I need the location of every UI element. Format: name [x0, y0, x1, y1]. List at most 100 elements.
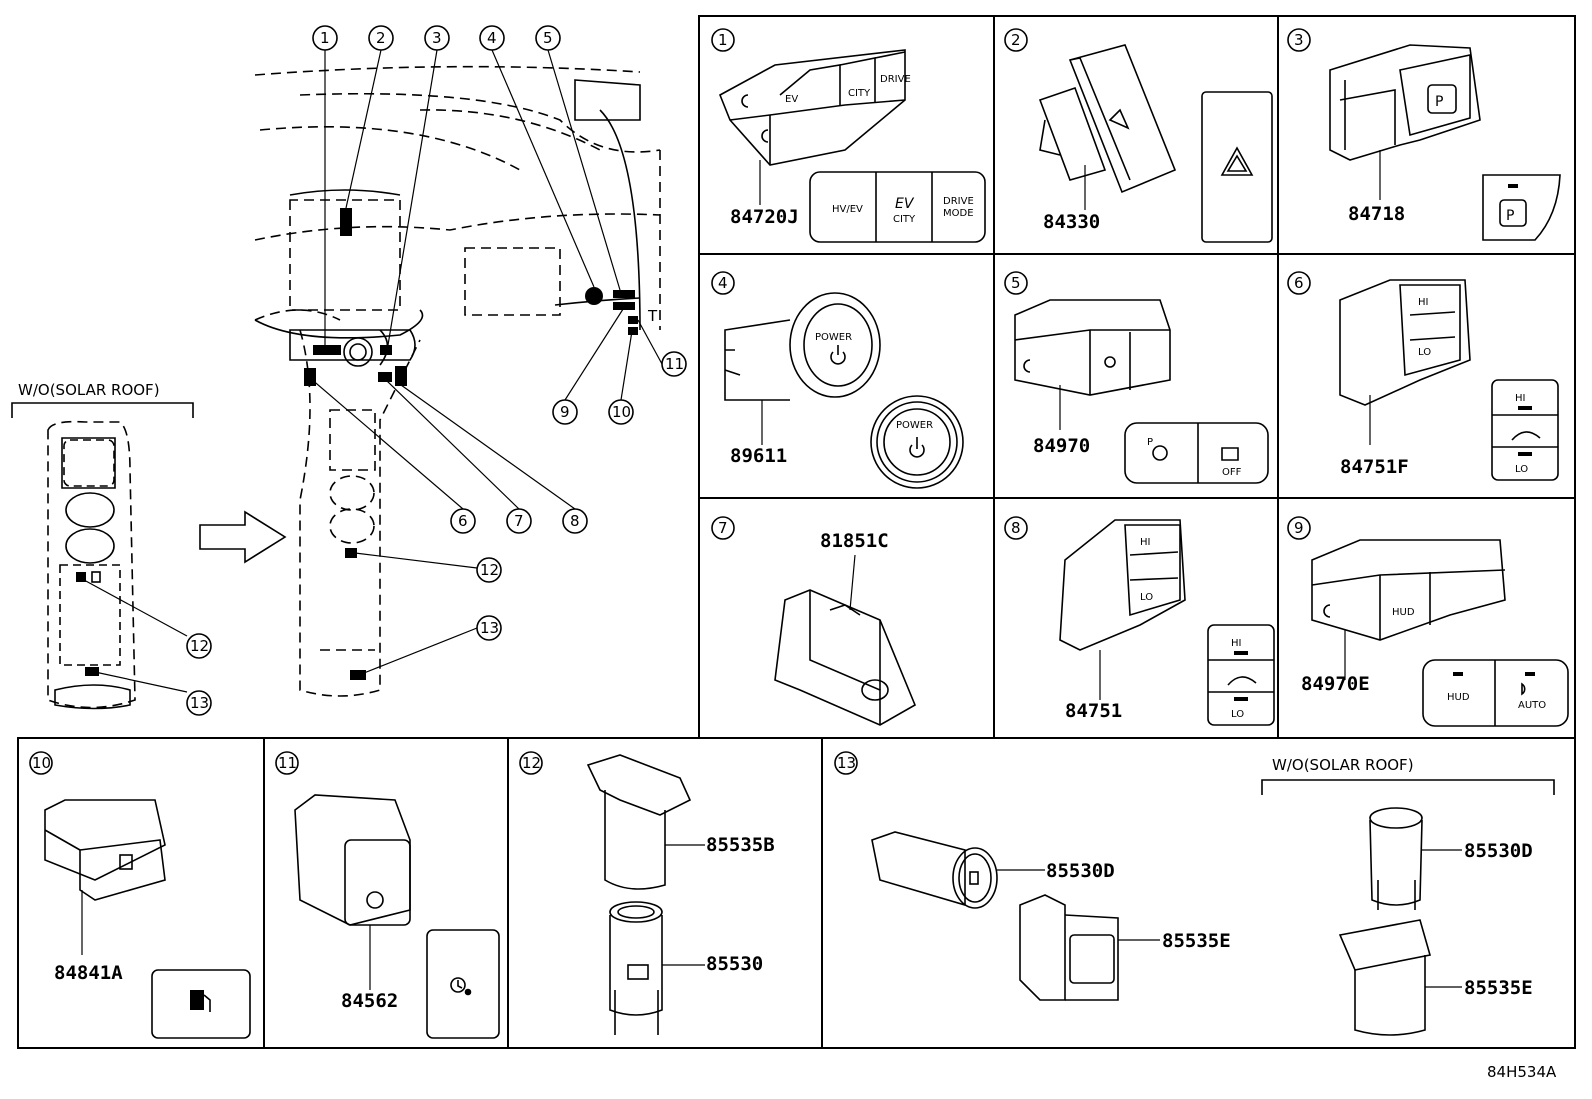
panel-11-icon-box	[426, 929, 500, 1039]
callout-num-10: 10	[612, 403, 632, 421]
callout-5	[535, 25, 561, 51]
part-number-84718: 84718	[1348, 203, 1406, 225]
part-number-85530D-wo: 85530D	[1464, 840, 1533, 862]
callout-num-6: 6	[458, 512, 468, 530]
svg-text:HI: HI	[1231, 638, 1241, 649]
callout-13	[476, 615, 502, 641]
panel-9-switch: HUD HUD AUTO	[1287, 516, 1569, 727]
panel-9-num: 9	[1294, 519, 1304, 537]
svg-text:DRIVE: DRIVE	[880, 74, 911, 85]
svg-text:LO: LO	[1515, 464, 1528, 475]
diagram-ref-code: 84H534A	[1487, 1063, 1557, 1081]
panel-13-callout	[834, 751, 858, 775]
callout-num-1: 1	[320, 29, 330, 47]
panel-10-callout	[29, 751, 53, 775]
panel-6-seat-heater: HI LO HI LO	[1287, 271, 1559, 481]
svg-text:EV: EV	[895, 196, 915, 212]
svg-text:HUD: HUD	[1447, 692, 1470, 703]
panel-4-icon: POWER	[870, 395, 964, 489]
part-number-85530: 85530	[706, 953, 764, 975]
svg-text:DRIVE: DRIVE	[943, 196, 974, 207]
svg-text:POWER: POWER	[815, 332, 852, 343]
svg-text:P: P	[1147, 437, 1153, 448]
panel-12-num: 12	[522, 754, 542, 772]
inset-callout-13	[186, 690, 212, 716]
panel-11-switch	[275, 751, 500, 1039]
panel-13-num: 13	[837, 754, 857, 772]
svg-text:AUTO: AUTO	[1518, 700, 1546, 711]
panel-12-socket	[519, 751, 705, 1035]
callout-9	[552, 399, 578, 425]
callout-num-7: 7	[514, 512, 524, 530]
part-number-85535E-wo: 85535E	[1464, 977, 1533, 999]
inset-callout-num-12: 12	[190, 637, 210, 655]
svg-text:P: P	[1435, 94, 1443, 110]
part-number-84330: 84330	[1043, 211, 1101, 233]
svg-text:HUD: HUD	[1392, 607, 1415, 618]
svg-text:EV: EV	[785, 94, 798, 105]
callout-num-12: 12	[480, 561, 500, 579]
panel-11-num: 11	[278, 754, 298, 772]
svg-text:HI: HI	[1515, 393, 1525, 404]
callout-3	[424, 25, 450, 51]
callout-num-8: 8	[570, 512, 580, 530]
panel-3-parking-switch: P P	[1287, 28, 1561, 241]
overview-callouts	[312, 25, 687, 641]
svg-text:CITY: CITY	[893, 214, 916, 225]
panel-3-icon-box	[1482, 174, 1561, 241]
panel-13-socket	[834, 751, 1555, 1036]
inset-callout-12	[186, 633, 212, 659]
panel-3-callout	[1287, 28, 1311, 52]
panel-7-callout	[711, 516, 735, 540]
part-number-85535E: 85535E	[1162, 930, 1231, 952]
panel-10-fuel-door	[29, 751, 251, 1039]
part-number-89611: 89611	[730, 445, 788, 467]
panel-6-num: 6	[1294, 274, 1304, 292]
panel-4-power-switch: POWER POWER	[711, 271, 964, 489]
callout-10	[608, 399, 634, 425]
part-number-84841A: 84841A	[54, 962, 123, 984]
callout-1	[312, 25, 338, 51]
svg-text:LO: LO	[1418, 347, 1431, 358]
svg-text:CITY: CITY	[848, 88, 871, 99]
part-number-85535B: 85535B	[706, 834, 775, 856]
console-inset	[11, 402, 212, 716]
panel-5-num: 5	[1011, 274, 1021, 292]
callout-6	[450, 508, 476, 534]
callout-7	[506, 508, 532, 534]
dashboard-overview: T	[199, 49, 663, 697]
panel-8-callout	[1004, 516, 1028, 540]
panel-8-seat-heater: HI LO HI LO	[1004, 516, 1275, 726]
callout-4	[479, 25, 505, 51]
part-number-84751F: 84751F	[1340, 456, 1409, 478]
panel-5-icon-box	[1124, 422, 1269, 484]
panel-6-icon-box: HI LO	[1491, 379, 1559, 481]
part-number-84751: 84751	[1065, 700, 1123, 722]
panel-8-icon-box: HI LO	[1207, 624, 1275, 726]
inset-callout-num-13: 13	[190, 694, 210, 712]
svg-text:T: T	[647, 307, 658, 325]
panel-1-callout	[711, 28, 735, 52]
panel-10-num: 10	[32, 754, 52, 772]
panel-2-hazard-switch	[1004, 28, 1273, 243]
panel-13-wo-label: W/O(SOLAR ROOF)	[1272, 756, 1414, 774]
panel-9-callout	[1287, 516, 1311, 540]
panel-1-drive-switch: EV CITY DRIVE HV/EV EV CITY DRIVE MODE	[711, 28, 986, 243]
svg-text:HV/EV: HV/EV	[832, 204, 863, 215]
callout-12	[476, 557, 502, 583]
part-number-84970E: 84970E	[1301, 673, 1370, 695]
callout-num-5: 5	[543, 29, 553, 47]
panel-2-num: 2	[1011, 31, 1021, 49]
svg-text:HI: HI	[1140, 537, 1150, 548]
part-number-84970: 84970	[1033, 435, 1091, 457]
panel-6-callout	[1287, 271, 1311, 295]
callout-num-13: 13	[480, 619, 500, 637]
callout-num-11: 11	[665, 355, 685, 373]
grid-frame	[17, 15, 1576, 1049]
panel-4-callout	[711, 271, 735, 295]
svg-text:MODE: MODE	[943, 208, 974, 219]
svg-text:LO: LO	[1140, 592, 1153, 603]
panel-2-icon-box	[1201, 91, 1273, 243]
svg-text:P: P	[1506, 208, 1514, 224]
